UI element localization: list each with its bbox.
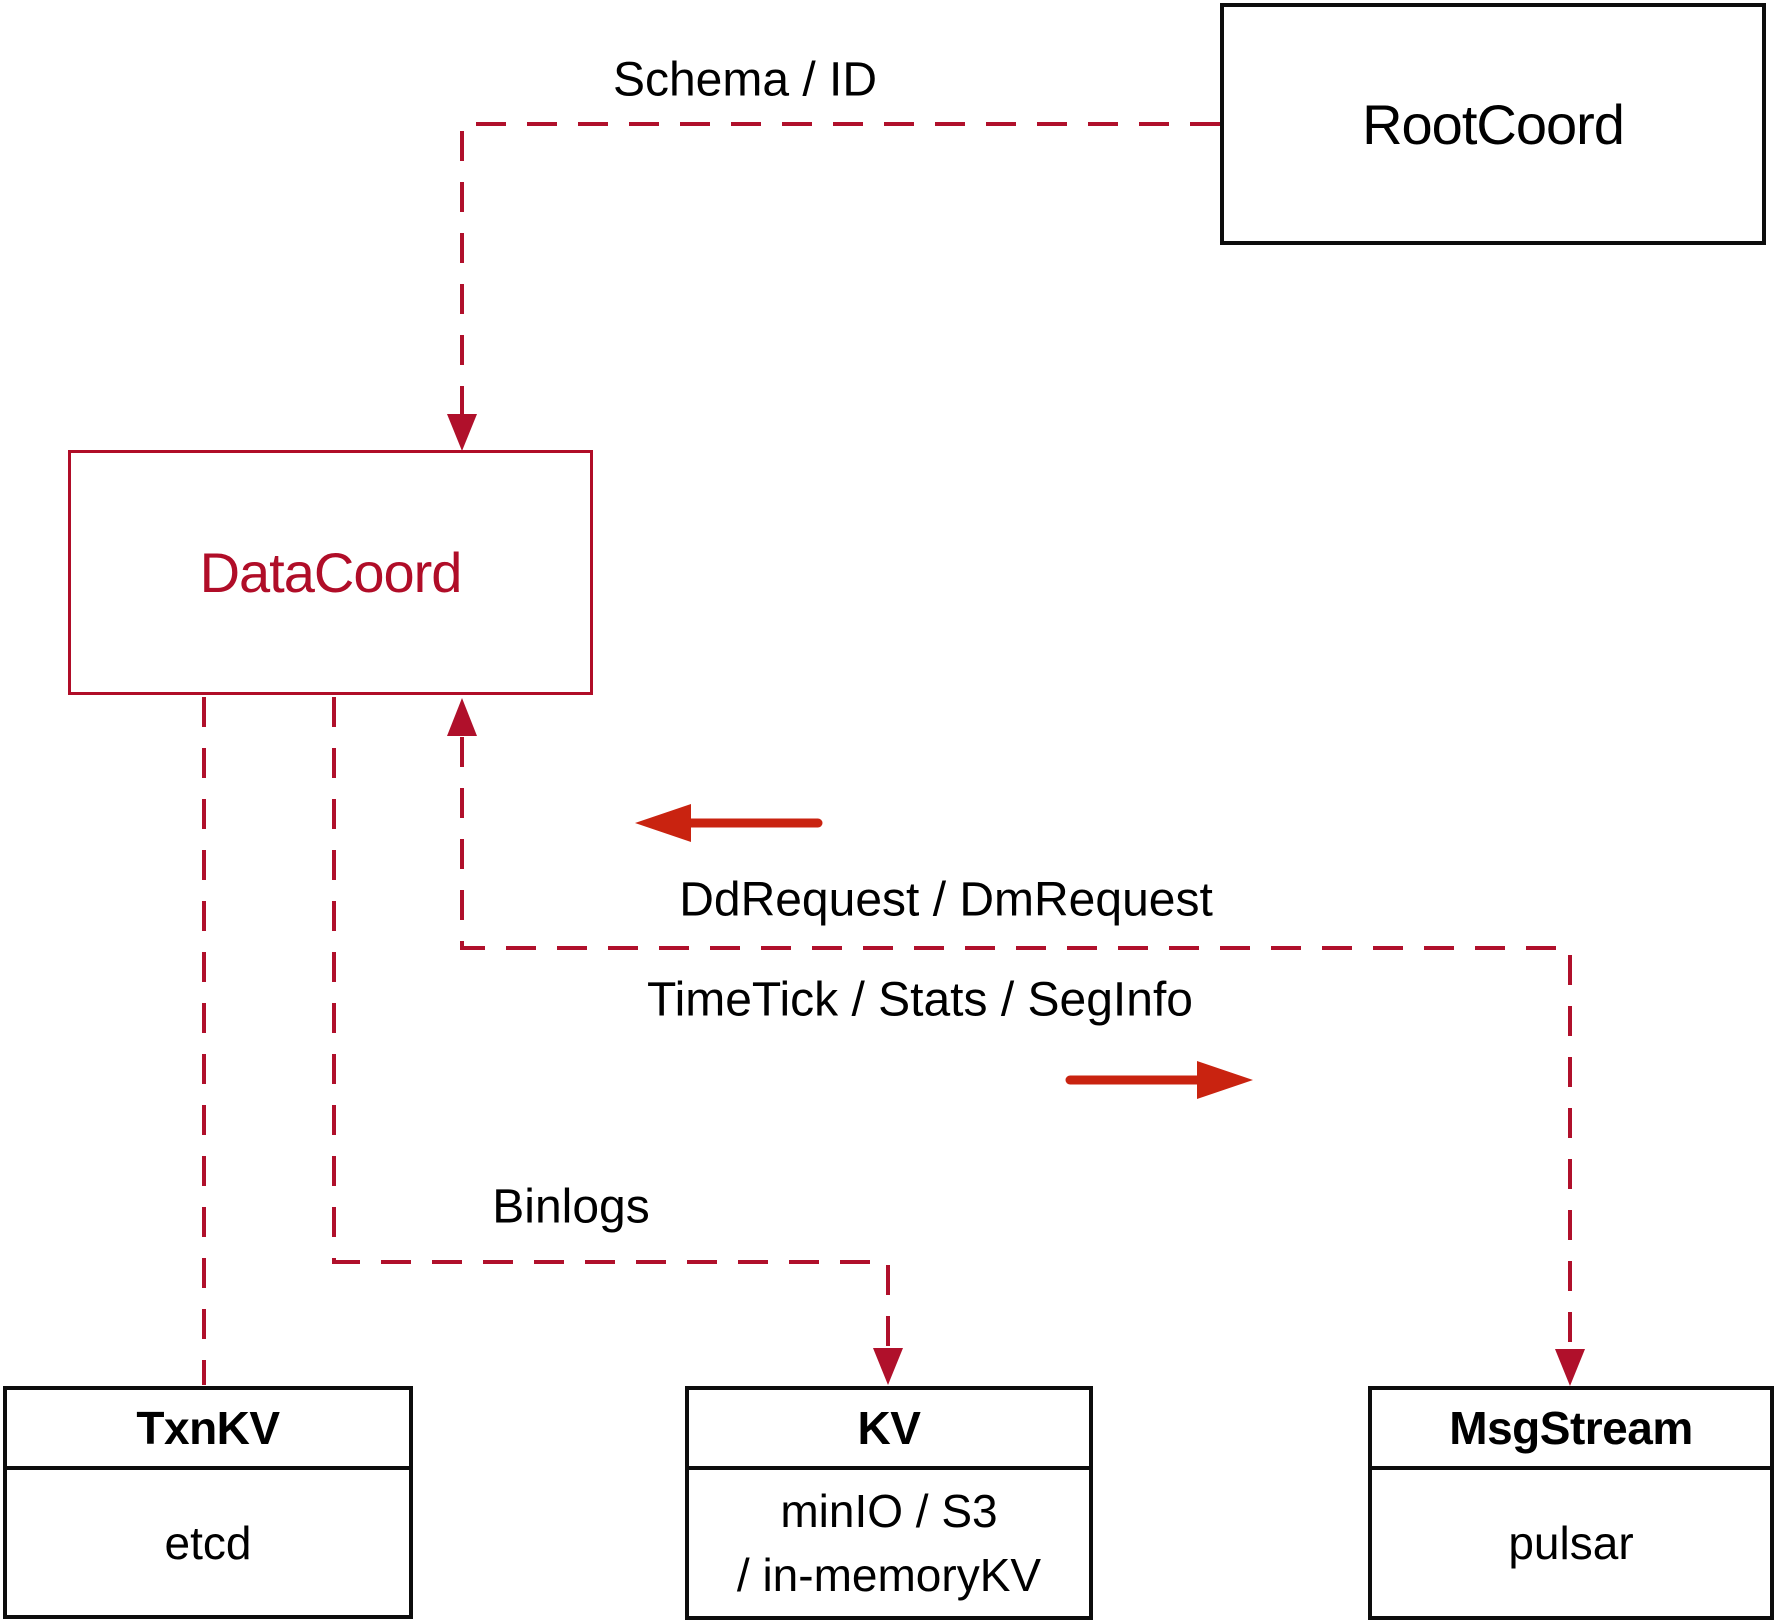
node-kv: KV minIO / S3 / in-memoryKV bbox=[685, 1386, 1093, 1620]
node-kv-content-line1: minIO / S3 bbox=[780, 1485, 998, 1537]
edge-label-binlogs: Binlogs bbox=[492, 1180, 650, 1234]
edge-datacoord-msgstream-line bbox=[460, 737, 1572, 1349]
arrowhead-into-datacoord-bottom bbox=[447, 698, 477, 736]
node-rootcoord-label: RootCoord bbox=[1362, 92, 1625, 156]
node-msgstream: MsgStream pulsar bbox=[1368, 1386, 1774, 1620]
node-kv-content: minIO / S3 / in-memoryKV bbox=[689, 1470, 1089, 1616]
node-datacoord: DataCoord bbox=[68, 450, 593, 695]
arrowhead-into-msgstream-top bbox=[1555, 1349, 1585, 1386]
node-txnkv-title: TxnKV bbox=[7, 1390, 409, 1470]
node-msgstream-content: pulsar bbox=[1508, 1517, 1634, 1569]
node-kv-title: KV bbox=[689, 1390, 1089, 1470]
node-txnkv: TxnKV etcd bbox=[3, 1386, 413, 1619]
edge-label-timetick-stats-seginfo: TimeTick / Stats / SegInfo bbox=[647, 973, 1193, 1027]
node-msgstream-title: MsgStream bbox=[1372, 1390, 1770, 1470]
edge-schema-id-line bbox=[460, 122, 1220, 414]
flow-arrow-right-head bbox=[1197, 1061, 1253, 1099]
arrowhead-into-kv-top bbox=[873, 1348, 903, 1385]
node-datacoord-label: DataCoord bbox=[199, 541, 463, 604]
node-rootcoord: RootCoord bbox=[1220, 3, 1766, 245]
edge-label-schema-id: Schema / ID bbox=[612, 53, 878, 107]
node-txnkv-content: etcd bbox=[164, 1516, 252, 1569]
edge-label-ddrequest-dmrequest: DdRequest / DmRequest bbox=[679, 873, 1213, 927]
node-kv-content-line2: / in-memoryKV bbox=[736, 1549, 1042, 1601]
arrowhead-into-datacoord-top bbox=[447, 414, 477, 451]
flow-arrow-left-head bbox=[635, 804, 691, 842]
